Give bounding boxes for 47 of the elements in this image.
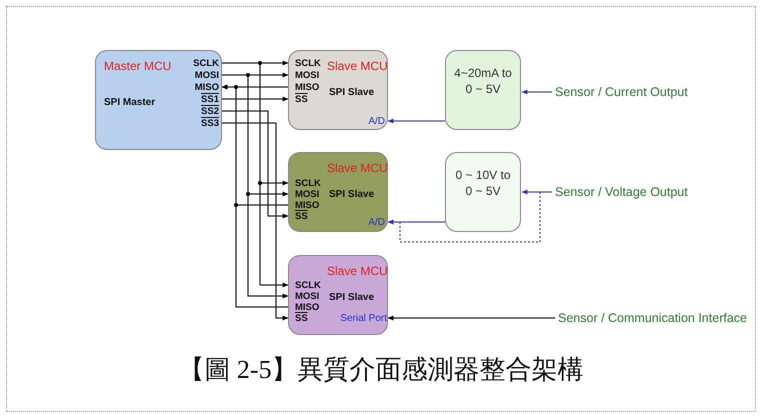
mcu-box: [288, 152, 388, 232]
port-label: A/D: [359, 116, 385, 128]
mcu-box: [288, 255, 388, 335]
arrow: [387, 118, 446, 124]
sensor-label: Sensor / Current Output: [555, 84, 688, 100]
port-label: Serial Port: [335, 313, 387, 325]
pin-label: MISO: [295, 302, 325, 314]
arrow: [222, 122, 289, 320]
arrow: [521, 90, 552, 94]
pin-label: SS: [295, 313, 325, 325]
arrow: [387, 316, 556, 320]
pin-label: MISO: [295, 200, 325, 212]
pin-label: MISO: [187, 82, 219, 94]
box-subtitle: SPI Master: [104, 97, 156, 108]
box-title: Slave MCU: [327, 59, 388, 73]
pin-label: SCLK: [295, 178, 325, 190]
mcu-box: [95, 50, 222, 150]
box-subtitle: SPI Slave: [329, 292, 374, 303]
box-title: Slave MCU: [327, 161, 388, 175]
pin-label: SCLK: [187, 58, 219, 70]
caption: 【圖 2-5】異質介面感測器整合架構: [177, 354, 585, 386]
pin-label: SS3: [187, 118, 219, 130]
sensor-label: Sensor / Voltage Output: [555, 184, 688, 200]
arrow: [222, 96, 289, 102]
pin-label: MISO: [295, 82, 325, 94]
pin-label: SS2: [187, 106, 219, 118]
pin-label: MOSI: [295, 291, 325, 303]
pin-label: MOSI: [295, 70, 325, 82]
pin-label: SCLK: [295, 280, 325, 292]
port-label: A/D: [359, 217, 385, 229]
dashed-arrow: [387, 192, 552, 242]
pin-label: SS: [295, 211, 325, 223]
box-title: Master MCU: [104, 59, 172, 73]
box-subtitle: SPI Slave: [329, 189, 374, 200]
pin-label: SS: [295, 94, 325, 106]
pin-label: MOSI: [295, 189, 325, 201]
arrow: [222, 110, 289, 218]
arrow: [521, 190, 552, 194]
converter-box: 4~20mA to 0 ~ 5V: [445, 50, 521, 130]
box-subtitle: SPI Slave: [329, 87, 374, 98]
pin-label: MOSI: [187, 70, 219, 82]
converter-box: 0 ~ 10V to 0 ~ 5V: [445, 152, 521, 232]
mcu-box: [288, 50, 388, 130]
pin-label: SCLK: [295, 58, 325, 70]
box-title: Slave MCU: [327, 264, 388, 278]
pin-label: SS1: [187, 94, 219, 106]
sensor-label: Sensor / Communication Interface: [558, 310, 747, 326]
